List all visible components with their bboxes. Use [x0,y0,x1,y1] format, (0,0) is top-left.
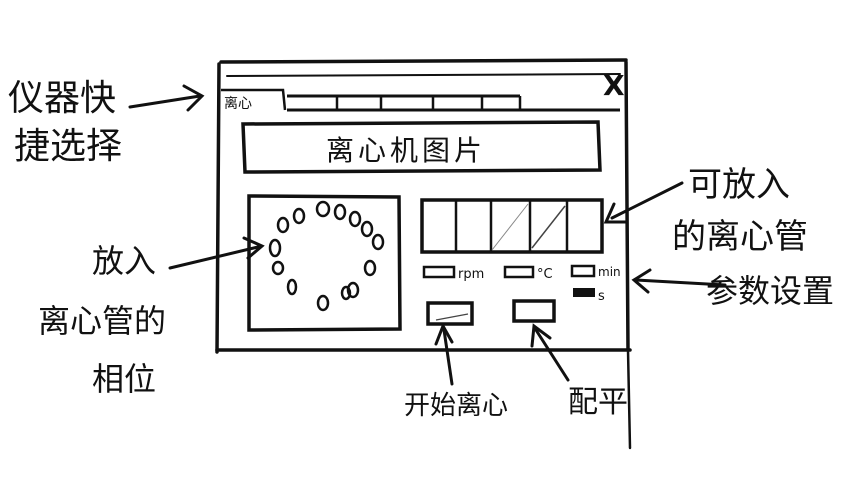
arrow-icon [168,245,260,270]
seconds-unit-label: s [598,289,605,304]
arrow-icon [242,236,265,260]
annotation-tube-positions: 放入 离心管的 相位 [38,242,166,398]
tube-slot[interactable] [346,281,360,299]
arrow-icon [610,181,684,220]
temperature-unit-label: °C [537,267,553,282]
rpm-unit-label: rpm [458,267,484,282]
svg-text:参数设置: 参数设置 [706,272,834,310]
svg-text:开始离心: 开始离心 [404,391,508,421]
tube-slot[interactable] [286,278,298,296]
annotation-instrument-switch: 仪器快 捷选择 [8,78,122,167]
arrow-icon [603,202,628,224]
tube-slots-panel [420,198,604,254]
svg-text:配平: 配平 [568,385,628,420]
tube-slot[interactable] [315,200,331,218]
page-title: 离心机图片 [326,134,486,167]
tube-slot[interactable] [268,238,282,258]
svg-text:离心管的: 离心管的 [38,302,166,340]
rotor-panel [247,194,402,332]
tube-slot[interactable] [292,207,306,225]
arrow-icon [442,328,454,386]
svg-text:的离心管: 的离心管 [672,217,808,257]
start-centrifuge-button[interactable] [426,301,474,326]
tab-centrifuge[interactable]: 离心 [221,88,287,112]
close-button[interactable]: X [603,69,625,102]
tube-slot[interactable] [276,216,290,234]
temperature-field[interactable]: °C [503,265,553,282]
annotation-start-button: 开始离心 [404,391,508,421]
arrow-icon [182,84,205,112]
arrow-icon [634,278,727,287]
arrow-icon [534,328,570,382]
tube-slot[interactable] [363,259,377,277]
speed-field[interactable]: rpm [422,265,484,282]
svg-text:放入: 放入 [92,242,156,280]
annotation-arrows [128,84,727,386]
svg-text:捷选择: 捷选择 [14,126,122,167]
annotation-tube-slots: 可放入 的离心管 [672,165,808,257]
svg-text:相位: 相位 [92,360,156,398]
balance-button[interactable] [512,299,556,323]
tube-positions [268,200,385,312]
centrifuge-image-box: 离心机图片 [241,120,602,174]
tube-slot[interactable] [340,285,352,301]
arrow-icon [128,94,202,109]
tube-slot[interactable] [316,294,330,312]
arrow-icon [631,268,652,294]
annotation-param-settings: 参数设置 [706,272,834,310]
arrow-icon [434,322,454,346]
annotation-balance-button: 配平 [568,385,628,420]
tube-slot[interactable] [348,210,362,228]
tab-label: 离心 [224,95,252,112]
tube-slot[interactable] [271,260,285,276]
parameter-settings: rpm °C min s [422,264,621,304]
close-icon: X [603,69,625,102]
instrument-tab-strip: 离心 [221,88,620,112]
minutes-unit-label: min [598,265,621,279]
seconds-field[interactable]: s [573,288,605,304]
minutes-field[interactable]: min [570,264,621,279]
tube-slot[interactable] [333,203,347,221]
svg-text:可放入: 可放入 [688,165,790,205]
app-window [215,58,632,450]
arrow-icon [530,323,552,348]
tube-slot[interactable] [360,220,374,238]
svg-text:仪器快: 仪器快 [8,78,116,119]
tube-slot[interactable] [371,233,385,251]
